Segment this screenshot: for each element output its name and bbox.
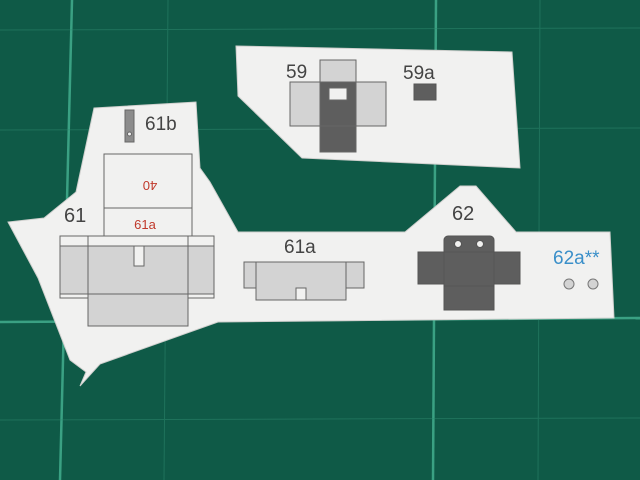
label-59: 59 [286, 62, 307, 83]
label-61: 61 [64, 205, 86, 227]
label-61b: 61b [145, 114, 177, 135]
label-62a: 62a** [553, 248, 600, 269]
label-61a-red: 61a [134, 217, 156, 232]
label-61a: 61a [284, 237, 316, 258]
part-59a-square [413, 83, 437, 101]
part-59-net [289, 59, 387, 153]
part-61a-net [243, 261, 365, 301]
part-61-net [59, 153, 215, 327]
part-61b-strip [124, 109, 135, 143]
label-59a: 59a [403, 63, 435, 84]
label-62: 62 [452, 203, 474, 225]
hole-circle-icon [563, 278, 575, 290]
part-62-net [417, 235, 521, 311]
label-40-rotated: 40 [143, 178, 157, 193]
hole-circle-icon [587, 278, 599, 290]
